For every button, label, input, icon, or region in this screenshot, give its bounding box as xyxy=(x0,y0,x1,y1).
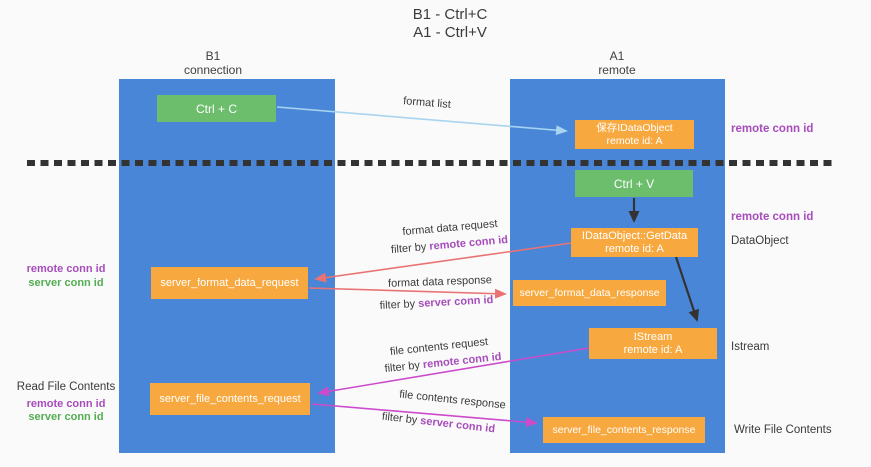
diagram-title: B1 - Ctrl+C A1 - Ctrl+V xyxy=(350,6,550,42)
node-server-file-contents-request-label: server_file_contents_request xyxy=(159,392,301,405)
node-istream-line2: remote id: A xyxy=(623,343,683,356)
title-line-1: B1 - Ctrl+C xyxy=(412,6,488,23)
node-server-file-contents-response-label: server_file_contents_response xyxy=(552,423,696,436)
label-filter-by-server-conn-id-2: filter by server conn id xyxy=(376,410,502,436)
filter-by-text-3: filter by xyxy=(384,359,424,376)
lifeline-header-b1: B1 connection xyxy=(153,49,273,77)
remote-conn-id-key-1: remote conn id xyxy=(428,233,509,253)
node-server-format-data-response-label: server_format_data_response xyxy=(519,286,660,299)
dataobject-label: DataObject xyxy=(731,235,789,247)
write-file-contents-label: Write File Contents xyxy=(734,424,832,436)
title-line-2: A1 - Ctrl+V xyxy=(413,24,487,41)
node-getdata-line1: IDataObject::GetData xyxy=(581,229,688,242)
server-conn-id-key-1: server conn id xyxy=(417,294,494,310)
node-ctrl-c-label: Ctrl + C xyxy=(195,101,237,116)
lifeline-a1-name: A1 xyxy=(609,49,625,63)
node-idataobject-getdata: IDataObject::GetData remote id: A xyxy=(571,228,698,257)
node-server-format-data-request: server_format_data_request xyxy=(151,267,308,299)
right-remote-conn-id-2: remote conn id xyxy=(731,211,814,223)
left-remote-conn-id-1: remote conn id xyxy=(26,263,106,275)
lifeline-b1-role: connection xyxy=(183,63,243,77)
left-server-conn-id-1: server conn id xyxy=(28,276,104,289)
right-remote-conn-id-1: remote conn id xyxy=(731,123,814,135)
filter-by-text-4: filter by xyxy=(381,410,421,427)
label-format-list: format list xyxy=(402,95,452,111)
filter-by-text-1: filter by xyxy=(390,240,430,257)
label-filter-by-server-conn-id-1: filter by server conn id xyxy=(374,294,499,313)
istream-label: Istream xyxy=(731,341,770,353)
clipboard-boundary-dashed-line xyxy=(27,160,835,166)
node-save-idataobject: 保存IDataObject remote id: A xyxy=(575,120,694,149)
lifeline-a1-role: remote xyxy=(598,63,636,77)
node-save-idataobject-line2: remote id: A xyxy=(606,134,663,147)
left-conn-id-group-2: Read File Contents remote conn id server… xyxy=(14,381,118,425)
label-file-contents-response: file contents response xyxy=(398,388,507,412)
remote-conn-id-key-2: remote conn id xyxy=(422,350,502,372)
label-format-data-response: format data response xyxy=(387,274,493,290)
read-file-contents-label: Read File Contents xyxy=(16,381,116,393)
node-istream: IStream remote id: A xyxy=(589,328,717,359)
node-ctrl-v-label: Ctrl + V xyxy=(613,176,655,191)
node-server-format-data-response: server_format_data_response xyxy=(513,280,666,306)
left-remote-conn-id-2: remote conn id xyxy=(26,397,106,410)
node-istream-line1: IStream xyxy=(633,330,673,343)
lifeline-header-a1: A1 remote xyxy=(557,49,677,77)
node-ctrl-c: Ctrl + C xyxy=(157,95,276,122)
server-conn-id-key-2: server conn id xyxy=(419,414,496,436)
node-server-format-data-request-label: server_format_data_request xyxy=(160,276,299,289)
node-save-idataobject-line1: 保存IDataObject xyxy=(596,121,673,134)
filter-by-text-2: filter by xyxy=(379,297,419,312)
node-server-file-contents-request: server_file_contents_request xyxy=(150,383,310,415)
node-getdata-line2: remote id: A xyxy=(605,242,664,255)
node-server-file-contents-response: server_file_contents_response xyxy=(543,417,705,443)
node-ctrl-v: Ctrl + V xyxy=(575,170,693,197)
left-conn-id-group-1: remote conn id server conn id xyxy=(14,263,118,290)
left-server-conn-id-2: server conn id xyxy=(28,411,104,423)
lifeline-b1-name: B1 xyxy=(205,49,221,63)
